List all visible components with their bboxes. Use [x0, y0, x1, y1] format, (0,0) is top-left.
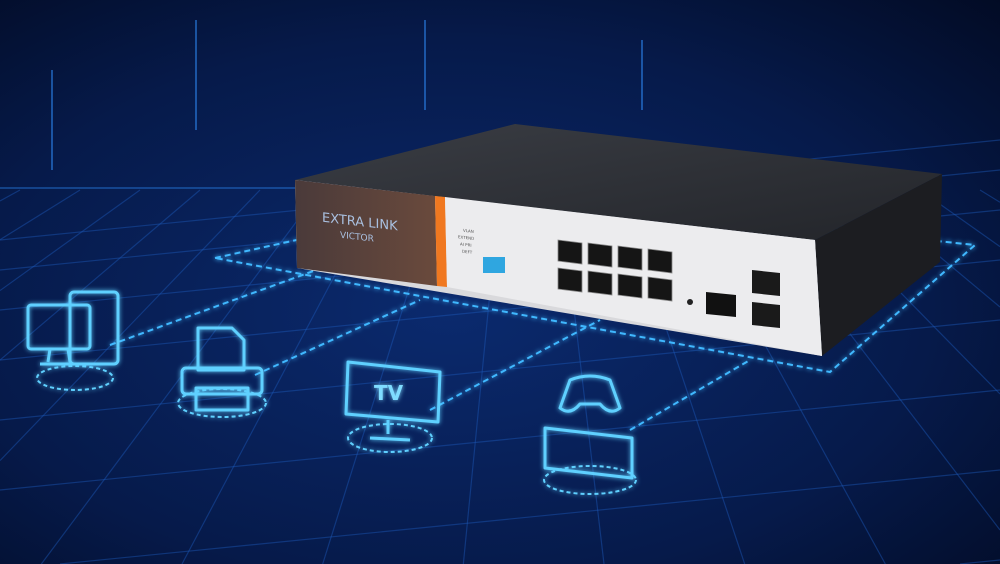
network-switch: EXTRA LINK VICTOR VLAN EXTEND AI PRI DEF… — [295, 124, 942, 356]
tv-icon — [344, 360, 442, 453]
printer-icon — [177, 326, 267, 418]
rj45-port[interactable] — [557, 239, 583, 265]
grid-line — [0, 389, 1000, 491]
grid-line — [59, 469, 1000, 564]
grid-line — [0, 189, 261, 462]
rj45-port[interactable] — [557, 267, 583, 293]
label-extend: EXTEND — [458, 234, 474, 241]
sfp-port-2[interactable] — [752, 302, 780, 328]
model-text: VICTOR — [340, 231, 374, 245]
rj45-port[interactable] — [587, 270, 613, 296]
grid-line — [0, 189, 201, 361]
light-streaks — [0, 20, 643, 189]
switch-side — [815, 174, 942, 356]
rj45-port[interactable] — [617, 273, 643, 299]
grid-line — [0, 189, 21, 202]
connection-lines — [109, 264, 751, 431]
rj45-port[interactable] — [587, 242, 613, 268]
rj45-port[interactable] — [647, 276, 673, 302]
desktop-computer-icon — [26, 290, 120, 391]
wood-panel — [295, 180, 437, 286]
orange-strip — [435, 196, 447, 287]
grid-line — [979, 189, 1000, 203]
tv-label: TV — [374, 381, 404, 405]
console-port[interactable] — [706, 292, 736, 317]
sfp-port-1[interactable] — [752, 270, 780, 296]
grid-line — [959, 559, 1000, 564]
label-default: DEFT — [462, 249, 473, 255]
rj45-ports — [557, 239, 673, 302]
grid-line — [0, 189, 141, 292]
dip-switch[interactable] — [483, 257, 505, 273]
label-ai-pri: AI PRI — [460, 241, 472, 247]
rj45-port[interactable] — [647, 248, 673, 274]
rj45-port[interactable] — [617, 245, 643, 271]
gamepad-console-icon — [543, 374, 637, 495]
label-vlan: VLAN — [463, 228, 474, 234]
grid-line — [0, 189, 81, 241]
reset-button[interactable] — [687, 299, 693, 305]
